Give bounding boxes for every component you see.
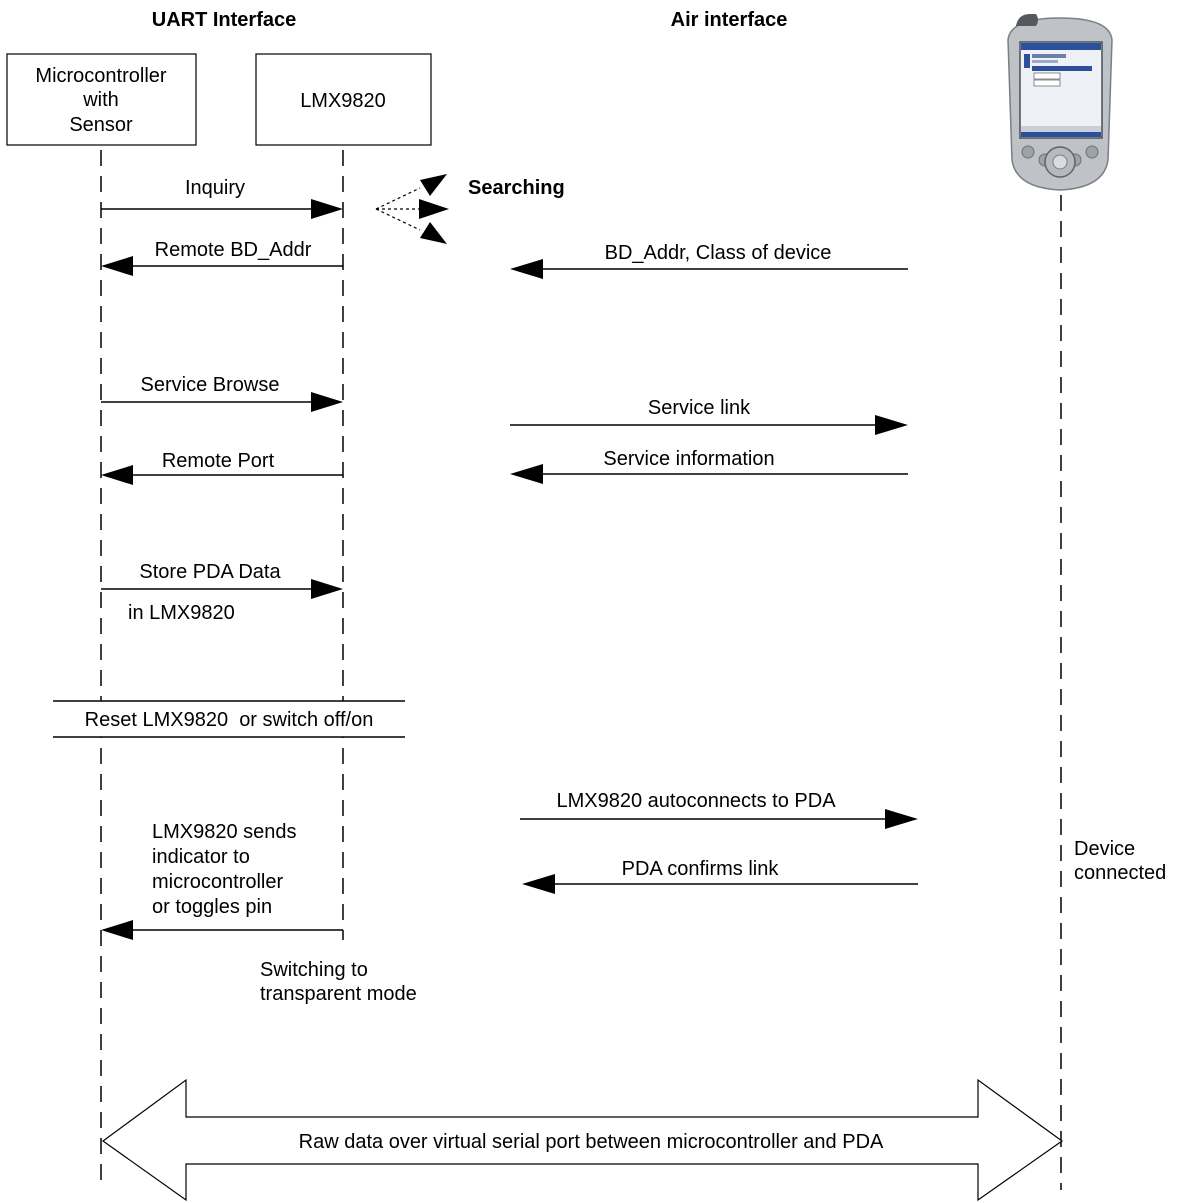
pda-device-icon	[1007, 14, 1113, 191]
store-pda-data-label-line2: in LMX9820	[128, 602, 235, 624]
remote-port-label: Remote Port	[162, 450, 275, 472]
device-connected-label-line1: Device	[1074, 838, 1135, 860]
microcontroller-label-line3: Sensor	[69, 114, 133, 136]
store-pda-data-label: Store PDA Data	[139, 561, 281, 583]
raw-data-label: Raw data over virtual serial port betwee…	[299, 1131, 884, 1153]
switching-label-line1: Switching to	[260, 959, 368, 981]
participant-lmx9820: LMX9820	[255, 53, 432, 146]
searching-arrowhead-down	[420, 222, 447, 244]
message-remote-port: Remote Port	[101, 450, 343, 485]
service-browse-label: Service Browse	[141, 374, 280, 396]
searching-broadcast: Searching	[375, 174, 565, 244]
lmx-sends-label-line3: microcontroller	[152, 871, 283, 893]
message-remote-bd-addr: Remote BD_Addr	[101, 239, 343, 276]
microcontroller-box	[6, 53, 197, 146]
message-lmx-sends-indicator: LMX9820 sends indicator to microcontroll…	[101, 821, 343, 940]
searching-label: Searching	[468, 177, 565, 199]
remote-bd-addr-label: Remote BD_Addr	[155, 239, 312, 261]
lmx9820-box	[255, 53, 432, 146]
inquiry-label: Inquiry	[185, 177, 245, 199]
air-interface-header: Air interface	[671, 9, 788, 31]
device-connected-label-line2: connected	[1074, 862, 1166, 884]
participant-microcontroller: Microcontroller with Sensor	[6, 53, 197, 146]
microcontroller-label-line2: with	[82, 89, 119, 111]
message-service-link: Service link	[510, 397, 908, 435]
searching-arrowhead-up	[420, 174, 447, 196]
switching-label-line2: transparent mode	[260, 983, 417, 1005]
message-autoconnect: LMX9820 autoconnects to PDA	[520, 790, 918, 829]
uart-interface-header: UART Interface	[152, 9, 296, 31]
message-inquiry: Inquiry	[101, 177, 343, 219]
message-store-pda-data: Store PDA Data in LMX9820	[101, 561, 343, 624]
lmx-sends-label-line1: LMX9820 sends	[152, 821, 297, 843]
service-link-label: Service link	[648, 397, 751, 419]
raw-data-double-arrow: Raw data over virtual serial port betwee…	[101, 1078, 1064, 1202]
message-service-information: Service information	[510, 448, 908, 484]
reset-note: Reset LMX9820 or switch off/on	[53, 700, 405, 738]
bd-addr-class-label: BD_Addr, Class of device	[605, 242, 832, 264]
searching-arrowhead-middle	[419, 199, 449, 219]
service-information-label: Service information	[603, 448, 774, 470]
lmx9820-label: LMX9820	[300, 90, 386, 112]
message-service-browse: Service Browse	[101, 374, 343, 412]
lmx-sends-label-line4: or toggles pin	[152, 896, 272, 918]
lmx-sends-label-line2: indicator to	[152, 846, 250, 868]
autoconnect-label: LMX9820 autoconnects to PDA	[556, 790, 836, 812]
message-bd-addr-class-of-device: BD_Addr, Class of device	[510, 242, 908, 279]
pda-confirms-label: PDA confirms link	[622, 858, 780, 880]
reset-note-label: Reset LMX9820 or switch off/on	[85, 709, 374, 731]
microcontroller-label-line1: Microcontroller	[35, 65, 166, 87]
message-pda-confirms-link: PDA confirms link	[522, 858, 918, 894]
